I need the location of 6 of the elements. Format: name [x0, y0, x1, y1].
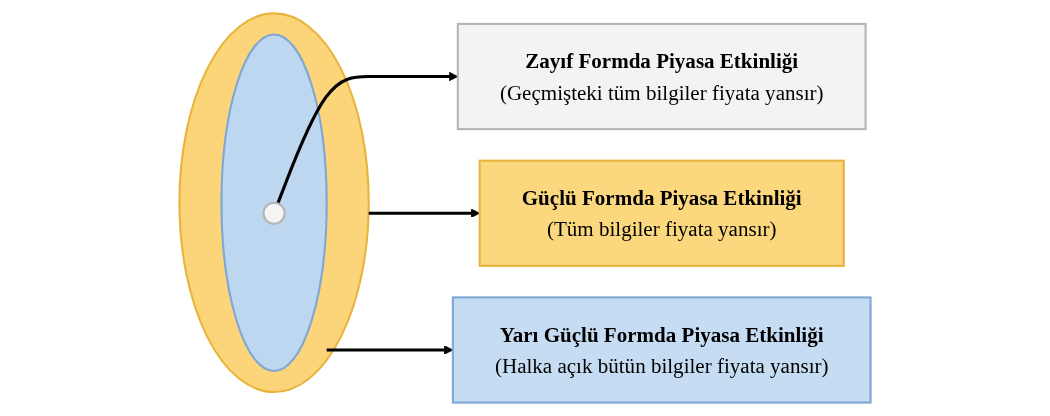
- node-circle: [262, 201, 286, 225]
- cluster: [220, 33, 328, 373]
- node-box: Güçlü Formda Piyasa Etkinliği (Tüm bilgiler fiyata yansır): [478, 159, 845, 267]
- cluster: [178, 12, 370, 394]
- node-box: Zayıf Formda Piyasa Etkinliği (Geçmişteki tüm bilgiler fiyata yansır): [456, 22, 867, 131]
- node-box: Yarı Güçlü Formda Piyasa Etkinliği (Halka açık bütün bilgiler fiyata yansır): [451, 296, 872, 404]
